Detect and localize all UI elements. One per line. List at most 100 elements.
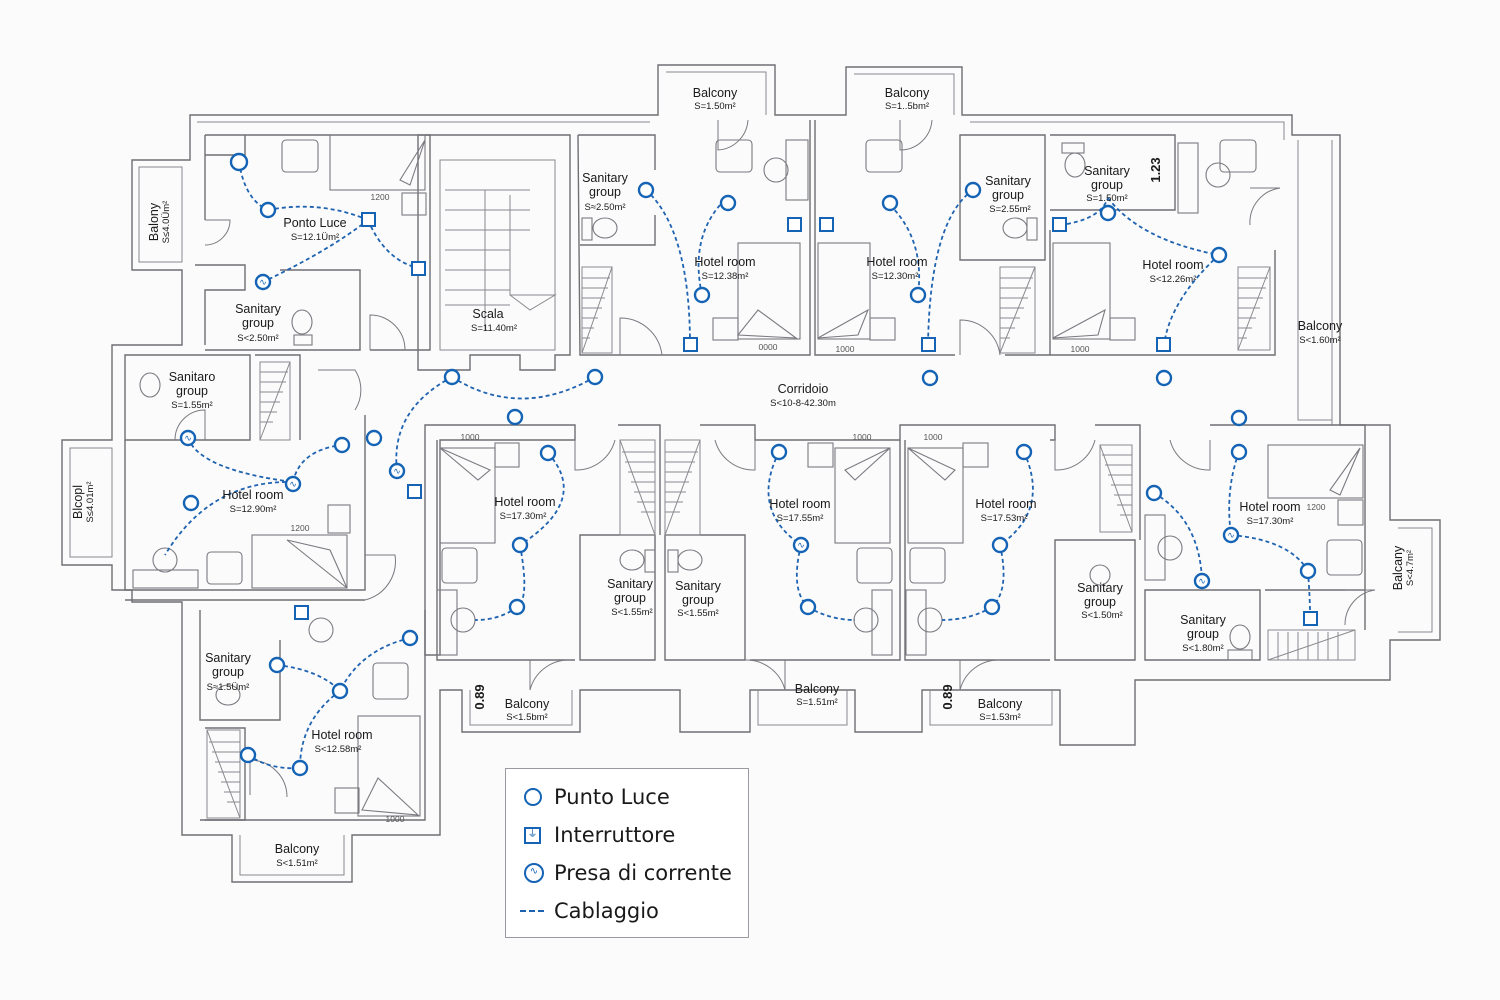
svg-text:Balcony: Balcony [1298, 319, 1343, 333]
svg-text:Hotel room: Hotel room [694, 255, 755, 269]
light-point [983, 598, 1001, 616]
legend-label: Interruttore [554, 823, 676, 847]
light-point [365, 429, 383, 447]
svg-text:S<4.7m²: S<4.7m² [1405, 550, 1416, 586]
socket: ∿ [284, 475, 302, 493]
dim-bed: 1200 [371, 192, 390, 202]
light-point [1210, 246, 1228, 264]
svg-text:S<1.60m²: S<1.60m² [1299, 335, 1340, 346]
room-label-balcony-s2: Balcony S=1.51m² [795, 682, 840, 708]
light-point [770, 443, 788, 461]
furniture [132, 134, 1364, 817]
label-line: group [992, 188, 1024, 202]
room-label-balcony-e2: Balcany S<4.7m² [1391, 545, 1416, 590]
svg-text:Balcony: Balcony [693, 86, 738, 100]
room-label-balcony-s3: Balcony S=1.53m² [978, 697, 1023, 723]
legend-label: Punto Luce [554, 785, 670, 809]
room-label-stairs: Scala S=11.40m² [471, 307, 517, 334]
stair-flight-small [206, 266, 1356, 819]
label-line: Sanitary [1084, 164, 1131, 178]
dim-bed: 1200 [1307, 502, 1326, 512]
svg-text:S<12.26m²: S<12.26m² [1150, 274, 1197, 285]
socket-glyph: ∿ [1198, 577, 1206, 587]
light-point [1015, 443, 1033, 461]
svg-text:S<1.80m²: S<1.80m² [1182, 643, 1223, 654]
svg-text:Hotel room: Hotel room [222, 488, 283, 502]
light-point [539, 444, 557, 462]
switch [819, 217, 834, 232]
legend-item-light: Punto Luce [524, 785, 670, 809]
socket-glyph: ∿ [393, 467, 401, 477]
dim-bed: 1000 [924, 432, 943, 442]
label-line: group [682, 593, 714, 607]
room-label-balcony-s1: Balcony S<1.5bm² [505, 697, 550, 723]
svg-text:Balcony: Balcony [795, 682, 840, 696]
label-line: Sanitary [235, 302, 282, 316]
switch [1303, 611, 1318, 626]
svg-text:S=12.90m²: S=12.90m² [230, 504, 277, 515]
room-label-balcony-e1: Balcony S<1.60m² [1298, 319, 1343, 346]
light-point [1299, 562, 1317, 580]
svg-text:S≈1.5Üm²: S≈1.5Üm² [207, 682, 250, 693]
dim-sanitary: 1.23 [1148, 157, 1163, 182]
legend-label: Cablaggio [554, 899, 659, 923]
legend-item-switch: ⏚ Interruttore [524, 823, 675, 847]
room-label-hotel-sw: Hotel room S<12.58m² [311, 728, 372, 755]
dim-bed: 0000 [759, 342, 778, 352]
svg-text:S=1.50m²: S=1.50m² [1086, 193, 1127, 204]
svg-text:Corridoio: Corridoio [778, 382, 829, 396]
light-point [229, 152, 249, 172]
socket [693, 286, 711, 304]
bed [1267, 444, 1364, 526]
electrical-symbols: ∿ ∿ ∿ ∿ ∿ ∿ ∿ [179, 152, 1318, 777]
bed [439, 442, 520, 544]
svg-text:S≤4.0Üm²: S≤4.0Üm² [161, 201, 172, 244]
svg-text:S=1..5bm²: S=1..5bm² [885, 101, 929, 112]
svg-text:S=17.55m²: S=17.55m² [777, 513, 824, 524]
bed [817, 242, 896, 341]
dim-bed: 1000 [836, 344, 855, 354]
label-line: group [1187, 627, 1219, 641]
bed [334, 715, 421, 817]
svg-text:S=17.30m²: S=17.30m² [1247, 516, 1294, 527]
svg-text:Hotel room: Hotel room [975, 497, 1036, 511]
svg-text:S=2.55m²: S=2.55m² [989, 204, 1030, 215]
svg-text:S≤4.01m²: S≤4.01m² [85, 481, 96, 522]
dimension-labels: 1200 0000 1000 1000 1200 1000 1000 1000 … [291, 157, 1326, 824]
socket: ∿ [179, 429, 197, 447]
bed [907, 442, 989, 544]
dim-bed: 1000 [1071, 344, 1090, 354]
svg-text:Hotel room: Hotel room [866, 255, 927, 269]
dim-bed: 1200 [291, 523, 310, 533]
socket [909, 286, 927, 304]
svg-text:Balony: Balony [147, 202, 161, 241]
socket-glyph: ∿ [289, 480, 297, 490]
label-line: group [614, 591, 646, 605]
svg-text:Balcony: Balcony [505, 697, 550, 711]
legend: Punto Luce ⏚ Interruttore ∿ Presa di cor… [505, 768, 749, 938]
light-point [333, 436, 351, 454]
label-line: Sanitary [1180, 613, 1227, 627]
light-point [881, 194, 899, 212]
light-point [991, 536, 1009, 554]
bed [251, 504, 351, 589]
light-point [1099, 204, 1117, 222]
svg-text:Blcopl: Blcopl [71, 485, 85, 519]
light-point [921, 369, 939, 387]
label-line: Sanitary [675, 579, 722, 593]
socket: ∿ [792, 536, 810, 554]
light-point [964, 181, 982, 199]
light-point [331, 682, 349, 700]
legend-label: Presa di corrente [554, 861, 732, 885]
interior-walls [124, 120, 1366, 821]
room-label-balcony-sw: Balcony S<1.51m² [275, 842, 320, 869]
room-label-balcony-n1: Balcony S=1.50m² [693, 86, 738, 112]
